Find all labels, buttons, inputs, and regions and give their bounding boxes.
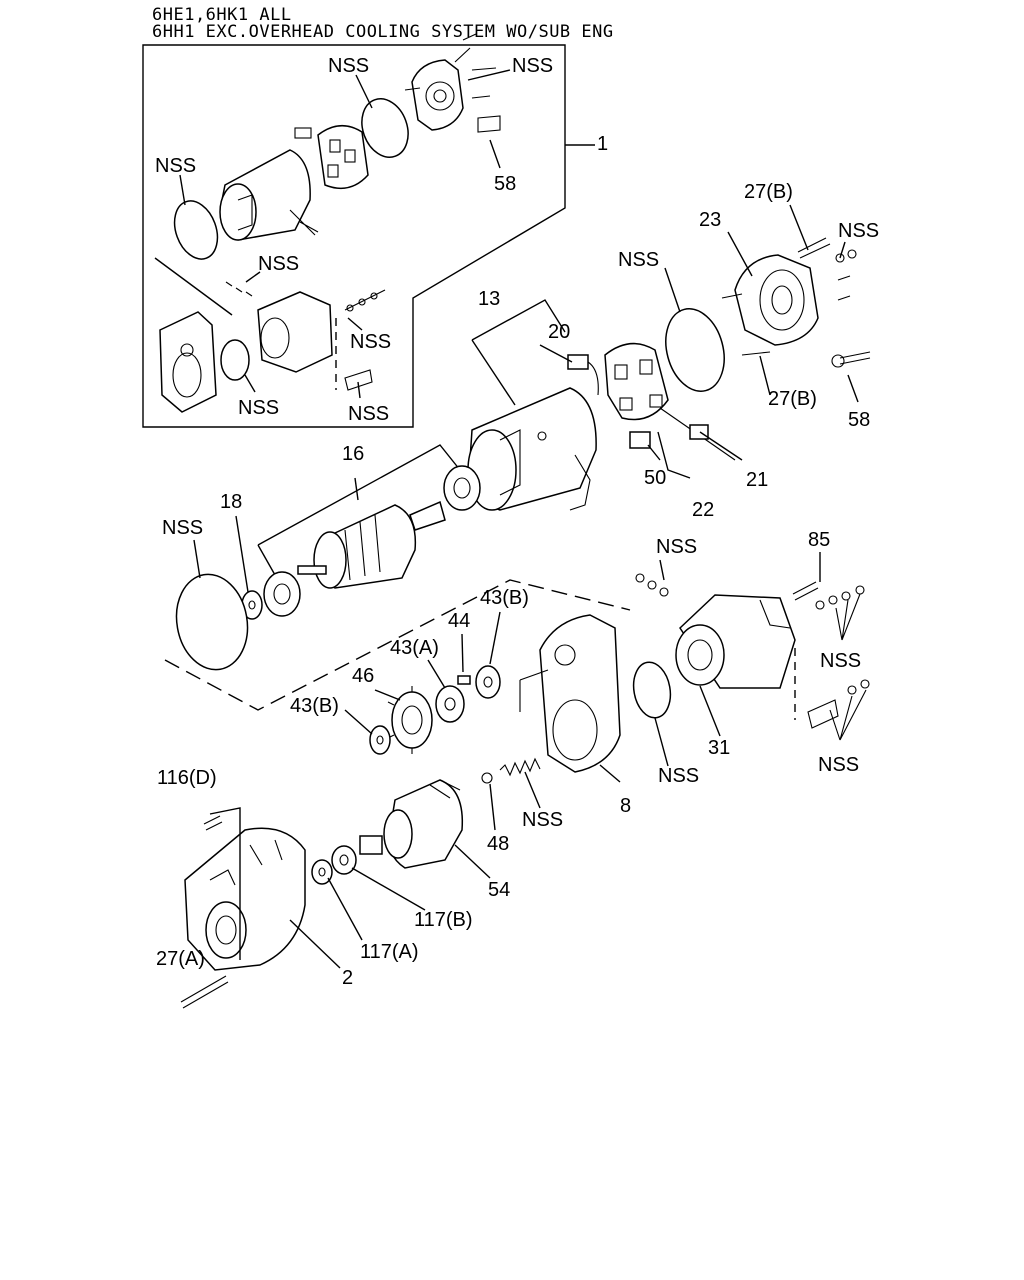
inset-housing xyxy=(159,311,217,413)
screw-58-right xyxy=(839,351,871,365)
label-2: 2 xyxy=(342,967,353,989)
label-13: 13 xyxy=(478,288,500,310)
header-line-1: 6HE1,6HK1 ALL xyxy=(152,5,292,25)
header-line-2: 6HH1 EXC.OVERHEAD COOLING SYSTEM WO/SUB … xyxy=(152,22,614,42)
inset-yoke xyxy=(219,127,319,241)
label-nss: NSS xyxy=(238,397,279,419)
label-nss: NSS xyxy=(522,809,563,831)
washer-117b xyxy=(331,845,357,875)
leader-lines xyxy=(179,69,859,969)
inset-brush-holder xyxy=(317,125,369,190)
inset-o-ring-top xyxy=(361,98,409,158)
callout-labels: NSS NSS 1 58 NSS NSS NSS NSS NSS 27(B) 2… xyxy=(155,55,879,989)
label-nss: NSS xyxy=(155,155,196,177)
magnetic-switch-31 xyxy=(675,594,796,689)
label-117b: 117(B) xyxy=(414,909,473,931)
label-nss: NSS xyxy=(838,220,879,242)
label-46: 46 xyxy=(352,665,374,687)
label-117a: 117(A) xyxy=(360,941,419,963)
label-31: 31 xyxy=(708,737,730,759)
label-nss: NSS xyxy=(656,536,697,558)
label-16: 16 xyxy=(342,443,364,465)
front-housing-2 xyxy=(184,827,306,971)
inset-o-ring-left xyxy=(173,200,219,260)
bolt-85 xyxy=(792,581,819,601)
label-20: 20 xyxy=(548,321,570,343)
label-43b-left: 43(B) xyxy=(290,695,339,717)
label-nss: NSS xyxy=(328,55,369,77)
spring-nss xyxy=(499,757,541,777)
label-58: 58 xyxy=(494,173,516,195)
label-1: 1 xyxy=(597,133,608,155)
label-22: 22 xyxy=(692,499,714,521)
label-nss: NSS xyxy=(512,55,553,77)
washer-43b-left xyxy=(369,725,391,755)
label-27b-right: 27(B) xyxy=(768,388,817,410)
label-nss: NSS xyxy=(658,765,699,787)
label-43b-top: 43(B) xyxy=(480,587,529,609)
label-44: 44 xyxy=(448,610,470,632)
label-nss: NSS xyxy=(348,403,389,425)
through-bolt-27b-top xyxy=(797,237,831,259)
label-43a: 43(A) xyxy=(390,637,439,659)
inset-rear-cover xyxy=(404,33,497,131)
label-18: 18 xyxy=(220,491,242,513)
label-50: 50 xyxy=(644,467,666,489)
bolt-116d xyxy=(203,815,223,831)
label-54: 54 xyxy=(488,879,510,901)
label-nss: NSS xyxy=(618,249,659,271)
ball-48 xyxy=(481,772,493,784)
gear-43a xyxy=(435,685,465,723)
o-ring-armature xyxy=(175,573,249,671)
o-ring-rear xyxy=(665,308,725,392)
gear-case-dashed-outline xyxy=(164,579,631,711)
washer-43b-right xyxy=(475,665,501,699)
yoke-assembly-13 xyxy=(467,387,597,511)
washer-117a xyxy=(311,859,333,885)
label-8: 8 xyxy=(620,795,631,817)
bearing-right xyxy=(443,465,481,511)
label-nss: NSS xyxy=(258,253,299,275)
label-27b-top: 27(B) xyxy=(744,181,793,203)
label-nss: NSS xyxy=(162,517,203,539)
o-ring-31 xyxy=(632,661,672,719)
label-85: 85 xyxy=(808,529,830,551)
gear-housing-8 xyxy=(519,614,621,773)
brush-holder-21-22 xyxy=(604,342,736,461)
armature-16 xyxy=(297,500,446,589)
bearing-left xyxy=(263,571,301,617)
label-nss: NSS xyxy=(350,331,391,353)
inset-magnetic-switch xyxy=(225,281,386,373)
label-23: 23 xyxy=(699,209,721,231)
label-48: 48 xyxy=(487,833,509,855)
label-58-right: 58 xyxy=(848,409,870,431)
gear-46 xyxy=(387,686,433,754)
label-nss: NSS xyxy=(820,650,861,672)
label-nss: NSS xyxy=(818,754,859,776)
pinion-clutch-54 xyxy=(359,779,464,869)
rear-cover-23 xyxy=(721,254,819,356)
label-27a: 27(A) xyxy=(156,948,205,970)
label-21: 21 xyxy=(746,469,768,491)
assembly-inset-frame xyxy=(142,44,566,428)
pin-44 xyxy=(457,675,471,685)
inset-o-ring-small xyxy=(220,339,250,381)
through-bolt-27a xyxy=(180,975,229,1009)
label-116d: 116(D) xyxy=(157,767,217,789)
